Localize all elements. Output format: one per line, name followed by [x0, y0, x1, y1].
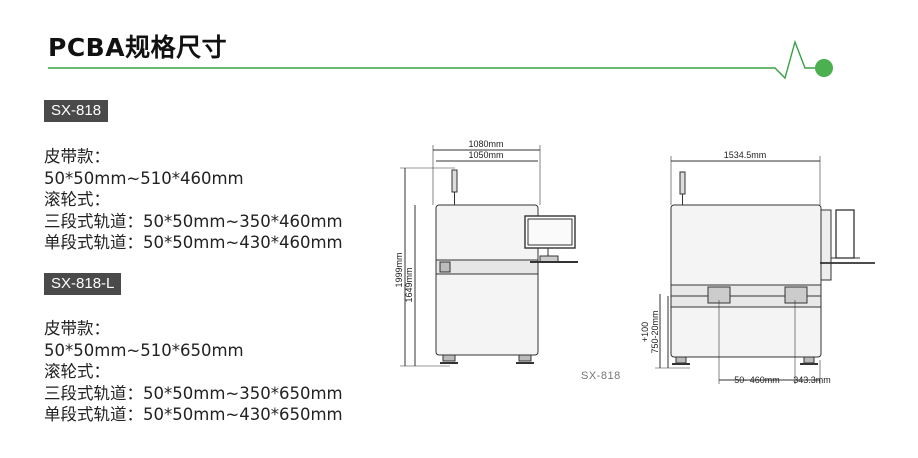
front-view-labels: 1080mm 1050mm 1999mm 1649mm: [394, 139, 504, 303]
side-view-drawing: [655, 156, 875, 384]
spec-line: 皮带款：: [44, 147, 110, 166]
model-badge: SX-818-L: [44, 273, 122, 295]
front-view-drawing: [400, 145, 578, 367]
model-spec-list: 皮带款： 50*50mm~510*650mm 滚轮式： 三段式轨道：50*50m…: [44, 318, 343, 426]
spec-line: 三段式轨道：50*50mm~350*460mm: [44, 211, 343, 231]
dim-length: 1534.5mm: [724, 150, 767, 160]
spec-line: 单段式轨道：50*50mm~430*650mm: [44, 405, 343, 424]
spec-line: 三段式轨道：50*50mm~350*650mm: [44, 383, 343, 403]
dim-offset: 343.3mm: [793, 375, 831, 385]
dim-height-body: 1649mm: [404, 267, 414, 302]
spec-line: 皮带款：: [44, 319, 110, 338]
drawing-caption: SX-818: [581, 370, 621, 382]
heartbeat-line: [48, 39, 818, 80]
spec-line: 单段式轨道：50*50mm~430*460mm: [44, 233, 343, 252]
page-title: PCBA规格尺寸: [48, 33, 228, 62]
side-view-labels: 1534.5mm +100 750-20mm 50- 460mm 343.3mm: [640, 150, 831, 385]
dim-rail-tolerance: +100: [640, 322, 650, 342]
spec-line: 滚轮式：: [44, 190, 110, 209]
model-badge: SX-818: [44, 100, 109, 122]
dim-width-inner: 1050mm: [468, 150, 503, 160]
dim-rail-height: 750-20mm: [650, 310, 660, 353]
spec-line: 50*50mm~510*650mm: [44, 340, 244, 360]
spec-line: 50*50mm~510*460mm: [44, 168, 244, 188]
model-spec-list: 皮带款： 50*50mm~510*460mm 滚轮式： 三段式轨道：50*50m…: [44, 146, 343, 254]
spec-line: 滚轮式：: [44, 362, 110, 381]
title-underline: [48, 39, 833, 80]
dim-width-outer: 1080mm: [468, 139, 503, 149]
accent-dot: [815, 59, 833, 77]
dim-board-range: 50- 460mm: [734, 375, 780, 385]
dim-height-total: 1999mm: [394, 252, 404, 287]
